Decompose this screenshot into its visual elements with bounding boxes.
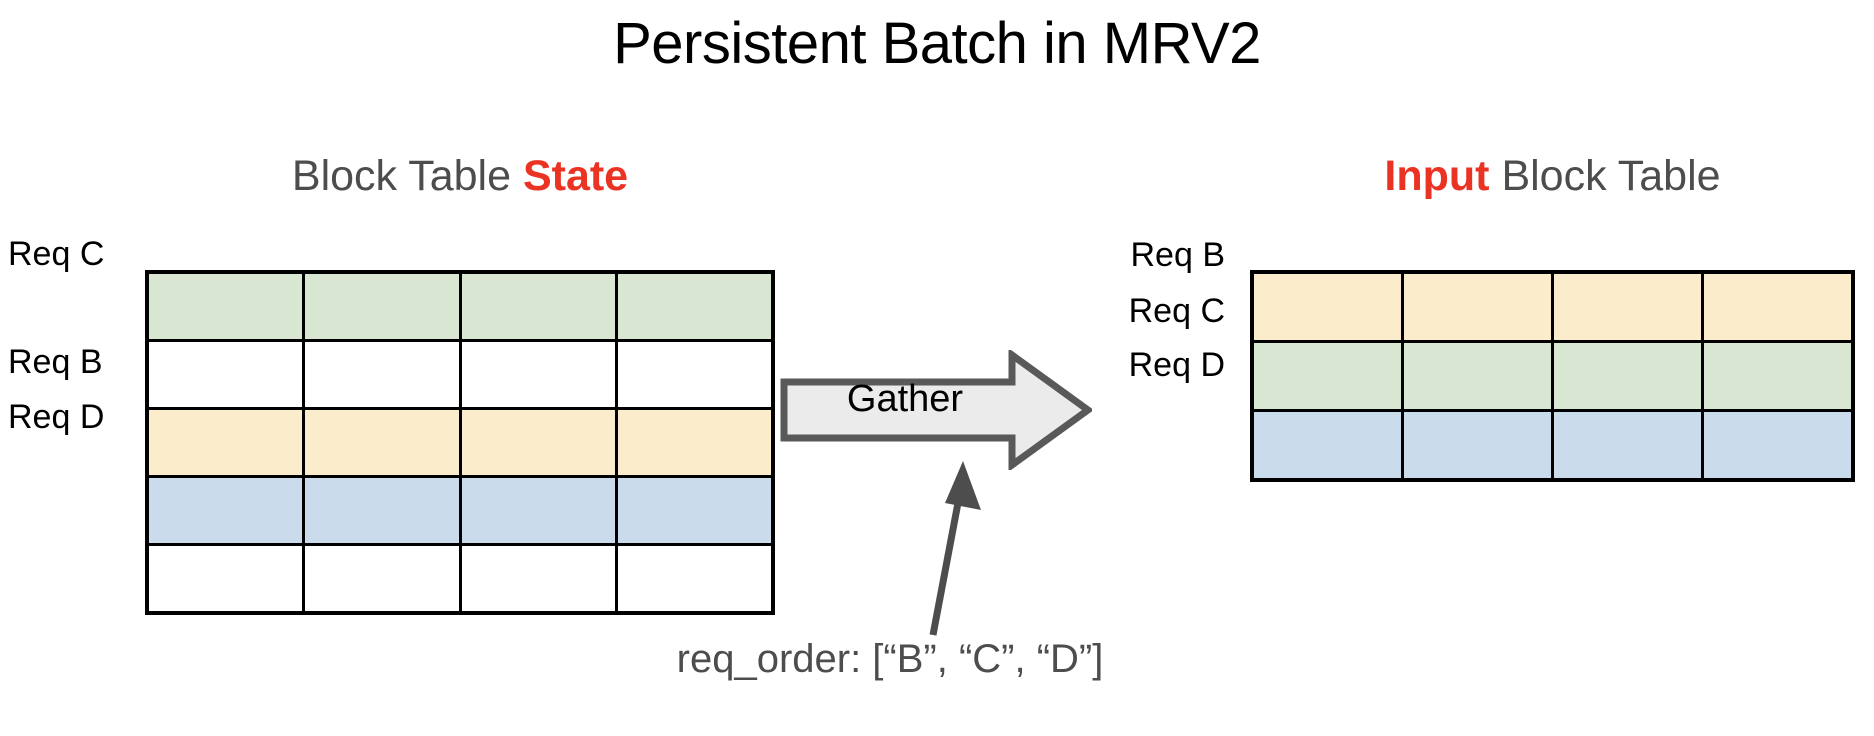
state-cell-r4c3 (615, 543, 775, 615)
block-table-state-body (145, 270, 775, 615)
input-cell-r2c3 (1701, 409, 1855, 482)
input-row-label-req-b: Req B (1130, 236, 1226, 274)
input-row-label-req-d: Req D (1128, 346, 1225, 384)
state-cell-r2c0 (145, 407, 305, 478)
state-cell-r2c1 (302, 407, 462, 478)
state-cell-r0c0 (145, 270, 305, 342)
heading-left-plain: Block Table (291, 152, 523, 200)
state-cell-r1c2 (458, 339, 618, 410)
input-cell-r1c2 (1550, 340, 1705, 412)
state-cell-r4c1 (302, 543, 462, 615)
table-row (145, 407, 775, 478)
state-cell-r0c3 (615, 270, 775, 342)
input-cell-r1c3 (1701, 340, 1855, 412)
gather-arrow-icon (780, 350, 1092, 470)
state-cell-r3c2 (458, 475, 618, 546)
table-row (145, 270, 775, 342)
input-block-table-heading: Input Block Table (1250, 155, 1855, 198)
heading-right-accent: Input (1384, 152, 1490, 200)
input-block-table (1250, 270, 1855, 482)
input-cell-r1c1 (1400, 340, 1555, 412)
input-cell-r0c0 (1250, 270, 1404, 343)
state-cell-r3c3 (615, 475, 775, 546)
table-row (1250, 270, 1855, 343)
state-cell-r2c2 (458, 407, 618, 478)
table-row (1250, 340, 1855, 412)
state-cell-r3c0 (145, 475, 305, 546)
state-cell-r1c1 (302, 339, 462, 410)
state-row-label-req-c: Req C (8, 235, 105, 273)
input-cell-r0c2 (1550, 270, 1705, 343)
state-row-label-req-b: Req B (8, 343, 103, 381)
state-row-label-req-d: Req D (8, 398, 105, 436)
req-order-pointer-arrow-icon (905, 455, 995, 640)
heading-right-plain: Block Table (1489, 152, 1721, 200)
input-block-table-body (1250, 270, 1855, 482)
state-cell-r1c0 (145, 339, 305, 410)
table-row (1250, 409, 1855, 482)
table-row (145, 475, 775, 546)
state-cell-r0c1 (302, 270, 462, 342)
input-cell-r0c1 (1400, 270, 1555, 343)
block-table-state (145, 270, 775, 615)
input-row-label-req-c: Req C (1128, 292, 1225, 330)
state-cell-r0c2 (458, 270, 618, 342)
req-order-caption: req_order: [“B”, “C”, “D”] (676, 637, 1104, 681)
table-row (145, 543, 775, 615)
table-row (145, 339, 775, 410)
state-cell-r4c2 (458, 543, 618, 615)
input-cell-r0c3 (1701, 270, 1855, 343)
block-table-state-heading: Block Table State (145, 155, 775, 198)
gather-label: Gather (846, 378, 964, 420)
state-cell-r4c0 (145, 543, 305, 615)
input-cell-r2c1 (1400, 409, 1555, 482)
state-cell-r2c3 (615, 407, 775, 478)
page-title: Persistent Batch in MRV2 (613, 11, 1261, 76)
input-cell-r2c0 (1250, 409, 1404, 482)
state-cell-r1c3 (615, 339, 775, 410)
heading-left-accent: State (522, 152, 629, 200)
state-cell-r3c1 (302, 475, 462, 546)
input-cell-r1c0 (1250, 340, 1404, 412)
input-cell-r2c2 (1550, 409, 1705, 482)
